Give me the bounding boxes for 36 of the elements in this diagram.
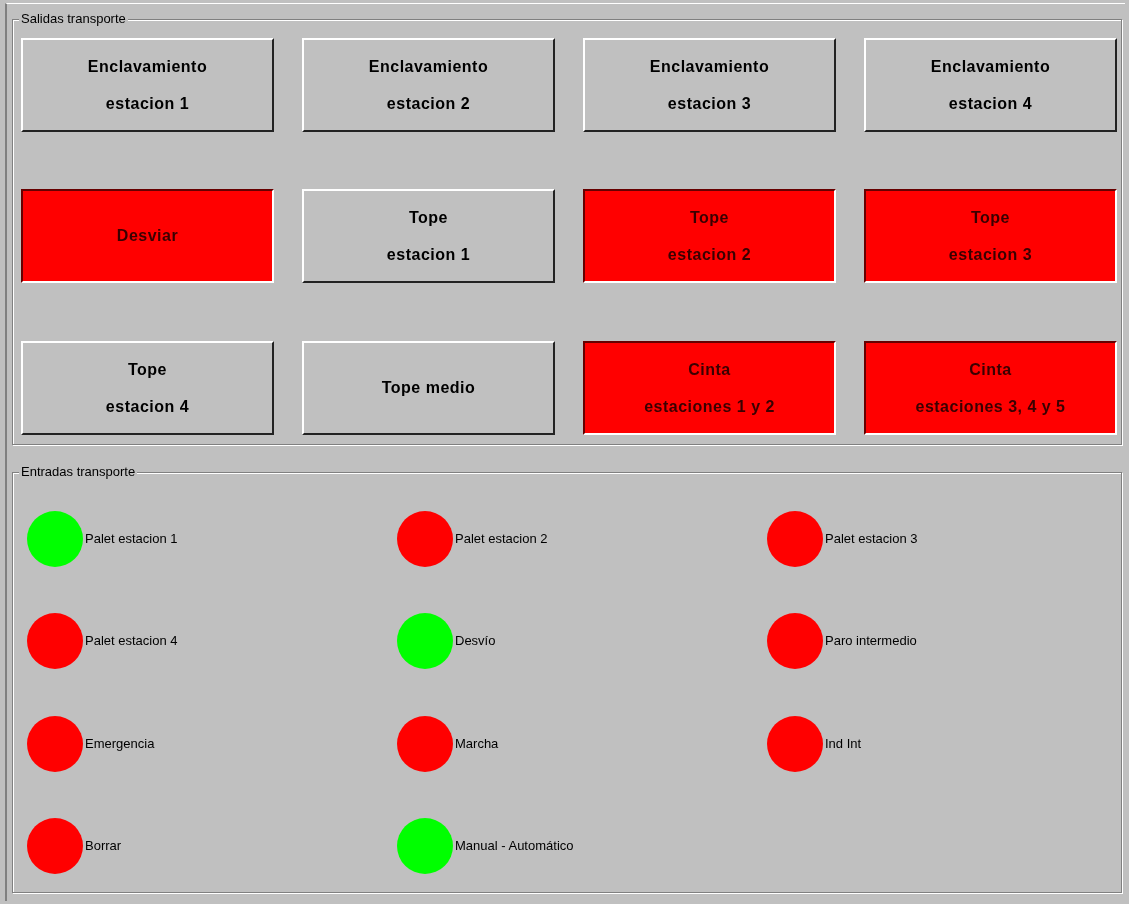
toggle-button: Tope estacion 4 (21, 341, 274, 435)
lamp-label: Marcha (455, 736, 499, 751)
indicator-lamp (27, 613, 83, 669)
indicator-lamp (27, 818, 83, 874)
lamp-label: Borrar (85, 838, 122, 853)
lamp-label: Palet estacion 3 (825, 531, 918, 546)
lamp-label: Ind Int (825, 736, 862, 751)
toggle-button: Enclavamiento estacion 1 (21, 38, 274, 132)
indicator-lamp (27, 511, 83, 567)
indicator-lamp (27, 716, 83, 772)
indicator-lamp (767, 511, 823, 567)
toggle-button: Tope estacion 3 (864, 189, 1117, 283)
toggle-button: Enclavamiento estacion 2 (302, 38, 555, 132)
indicator-lamp (397, 716, 453, 772)
indicator-lamp (767, 716, 823, 772)
toggle-button: Tope estacion 2 (583, 189, 836, 283)
lamp-label: Manual - Automático (455, 838, 574, 853)
indicator-lamp (397, 511, 453, 567)
lamp-label: Palet estacion 2 (455, 531, 548, 546)
indicator-lamp (397, 818, 453, 874)
indicator-lamp (767, 613, 823, 669)
lamp-label: Palet estacion 1 (85, 531, 178, 546)
lamp-label: Desvío (455, 633, 496, 648)
toggle-button: Desviar (21, 189, 274, 283)
toggle-button: Cinta estaciones 3, 4 y 5 (864, 341, 1117, 435)
toggle-button: Enclavamiento estacion 3 (583, 38, 836, 132)
indicator-lamp (397, 613, 453, 669)
toggle-button: Tope estacion 1 (302, 189, 555, 283)
group-title: Entradas transporte (19, 464, 138, 479)
group-title: Salidas transporte (19, 11, 128, 26)
toggle-button: Cinta estaciones 1 y 2 (583, 341, 836, 435)
toggle-button: Enclavamiento estacion 4 (864, 38, 1117, 132)
toggle-button: Tope medio (302, 341, 555, 435)
lamp-label: Paro intermedio (825, 633, 917, 648)
lamp-label: Palet estacion 4 (85, 633, 178, 648)
lamp-label: Emergencia (85, 736, 155, 751)
